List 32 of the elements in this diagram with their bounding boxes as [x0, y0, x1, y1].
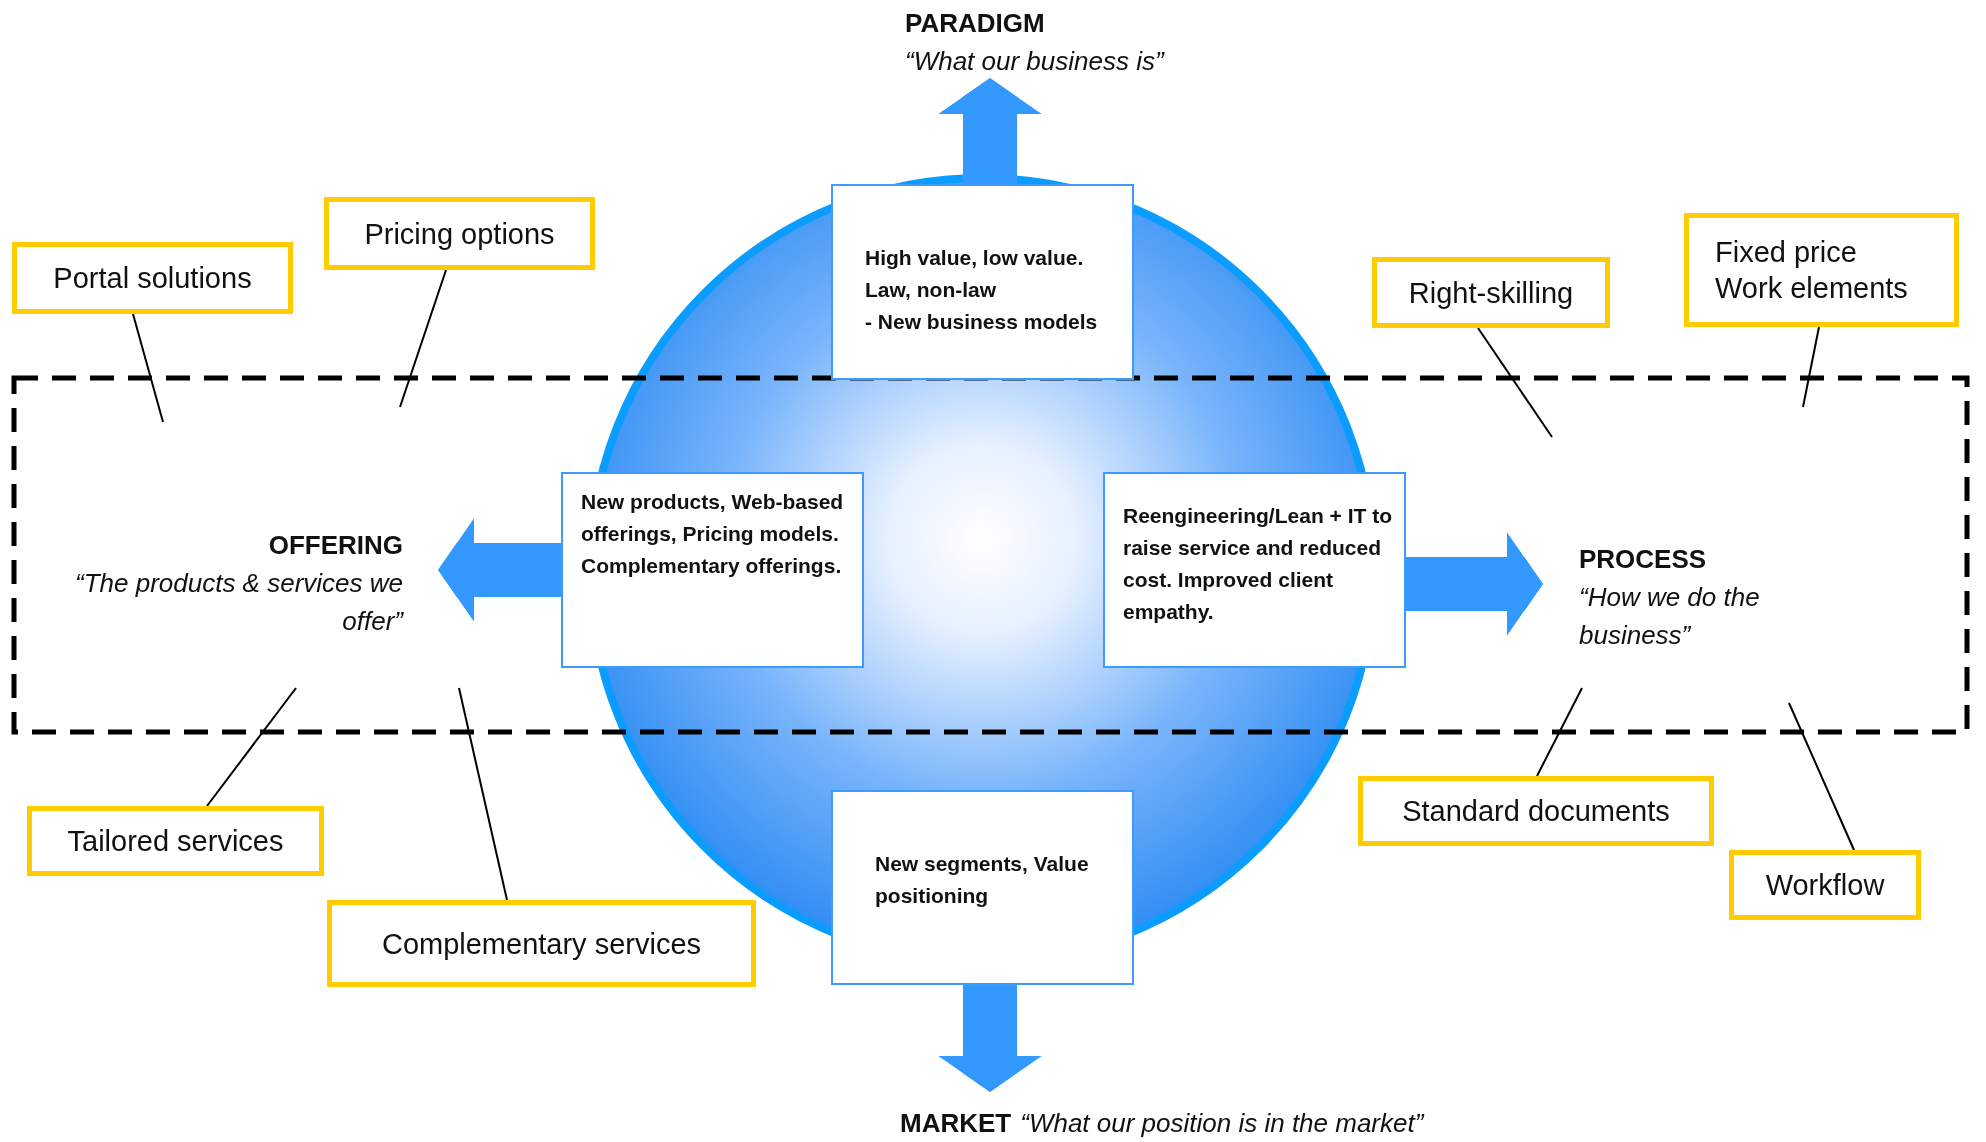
leader-line — [1788, 702, 1855, 851]
heading-text: OFFERING — [267, 529, 403, 562]
leader-line — [1802, 326, 1820, 408]
callout-box: Right-skilling — [1372, 257, 1610, 328]
callout-box: Fixed price Work elements — [1684, 213, 1959, 327]
block-arrow — [438, 518, 561, 622]
block-arrow — [1406, 532, 1543, 636]
callout-box: Complementary services — [327, 900, 756, 987]
leader-line — [458, 687, 508, 901]
quote-text: “How we do the business” — [1579, 581, 1761, 652]
block-arrow — [938, 985, 1042, 1092]
quote-text: “The products & services we offer” — [74, 567, 403, 638]
block-arrow — [938, 78, 1042, 184]
callout-box: Standard documents — [1358, 776, 1714, 846]
text-box: High value, low value. Law, non-law - New business models — [831, 184, 1134, 380]
text-box: Reengineering/Lean + IT to raise service and reduced cost. Improved client empathy. — [1103, 472, 1406, 668]
quote-text: “What our business is” — [905, 45, 1166, 78]
text-box: New segments, Value positioning — [831, 790, 1134, 985]
leader-line — [206, 687, 297, 807]
heading-text: PROCESS — [1579, 543, 1708, 576]
leader-line — [132, 313, 164, 423]
callout-box: Tailored services — [27, 806, 324, 876]
leader-line — [1477, 327, 1553, 438]
heading-text: MARKET — [900, 1108, 1012, 1138]
quote-text: “What our position is in the market” — [1020, 1108, 1424, 1138]
leader-line — [399, 269, 447, 408]
callout-box: Portal solutions — [12, 242, 293, 314]
callout-box: Pricing options — [324, 197, 595, 270]
heading-text: PARADIGM — [905, 7, 1046, 40]
callout-box: Workflow — [1729, 850, 1921, 920]
leader-line — [1536, 687, 1583, 777]
text-box: New products, Web-based offerings, Pricing models. Complementary offerings. — [561, 472, 864, 668]
